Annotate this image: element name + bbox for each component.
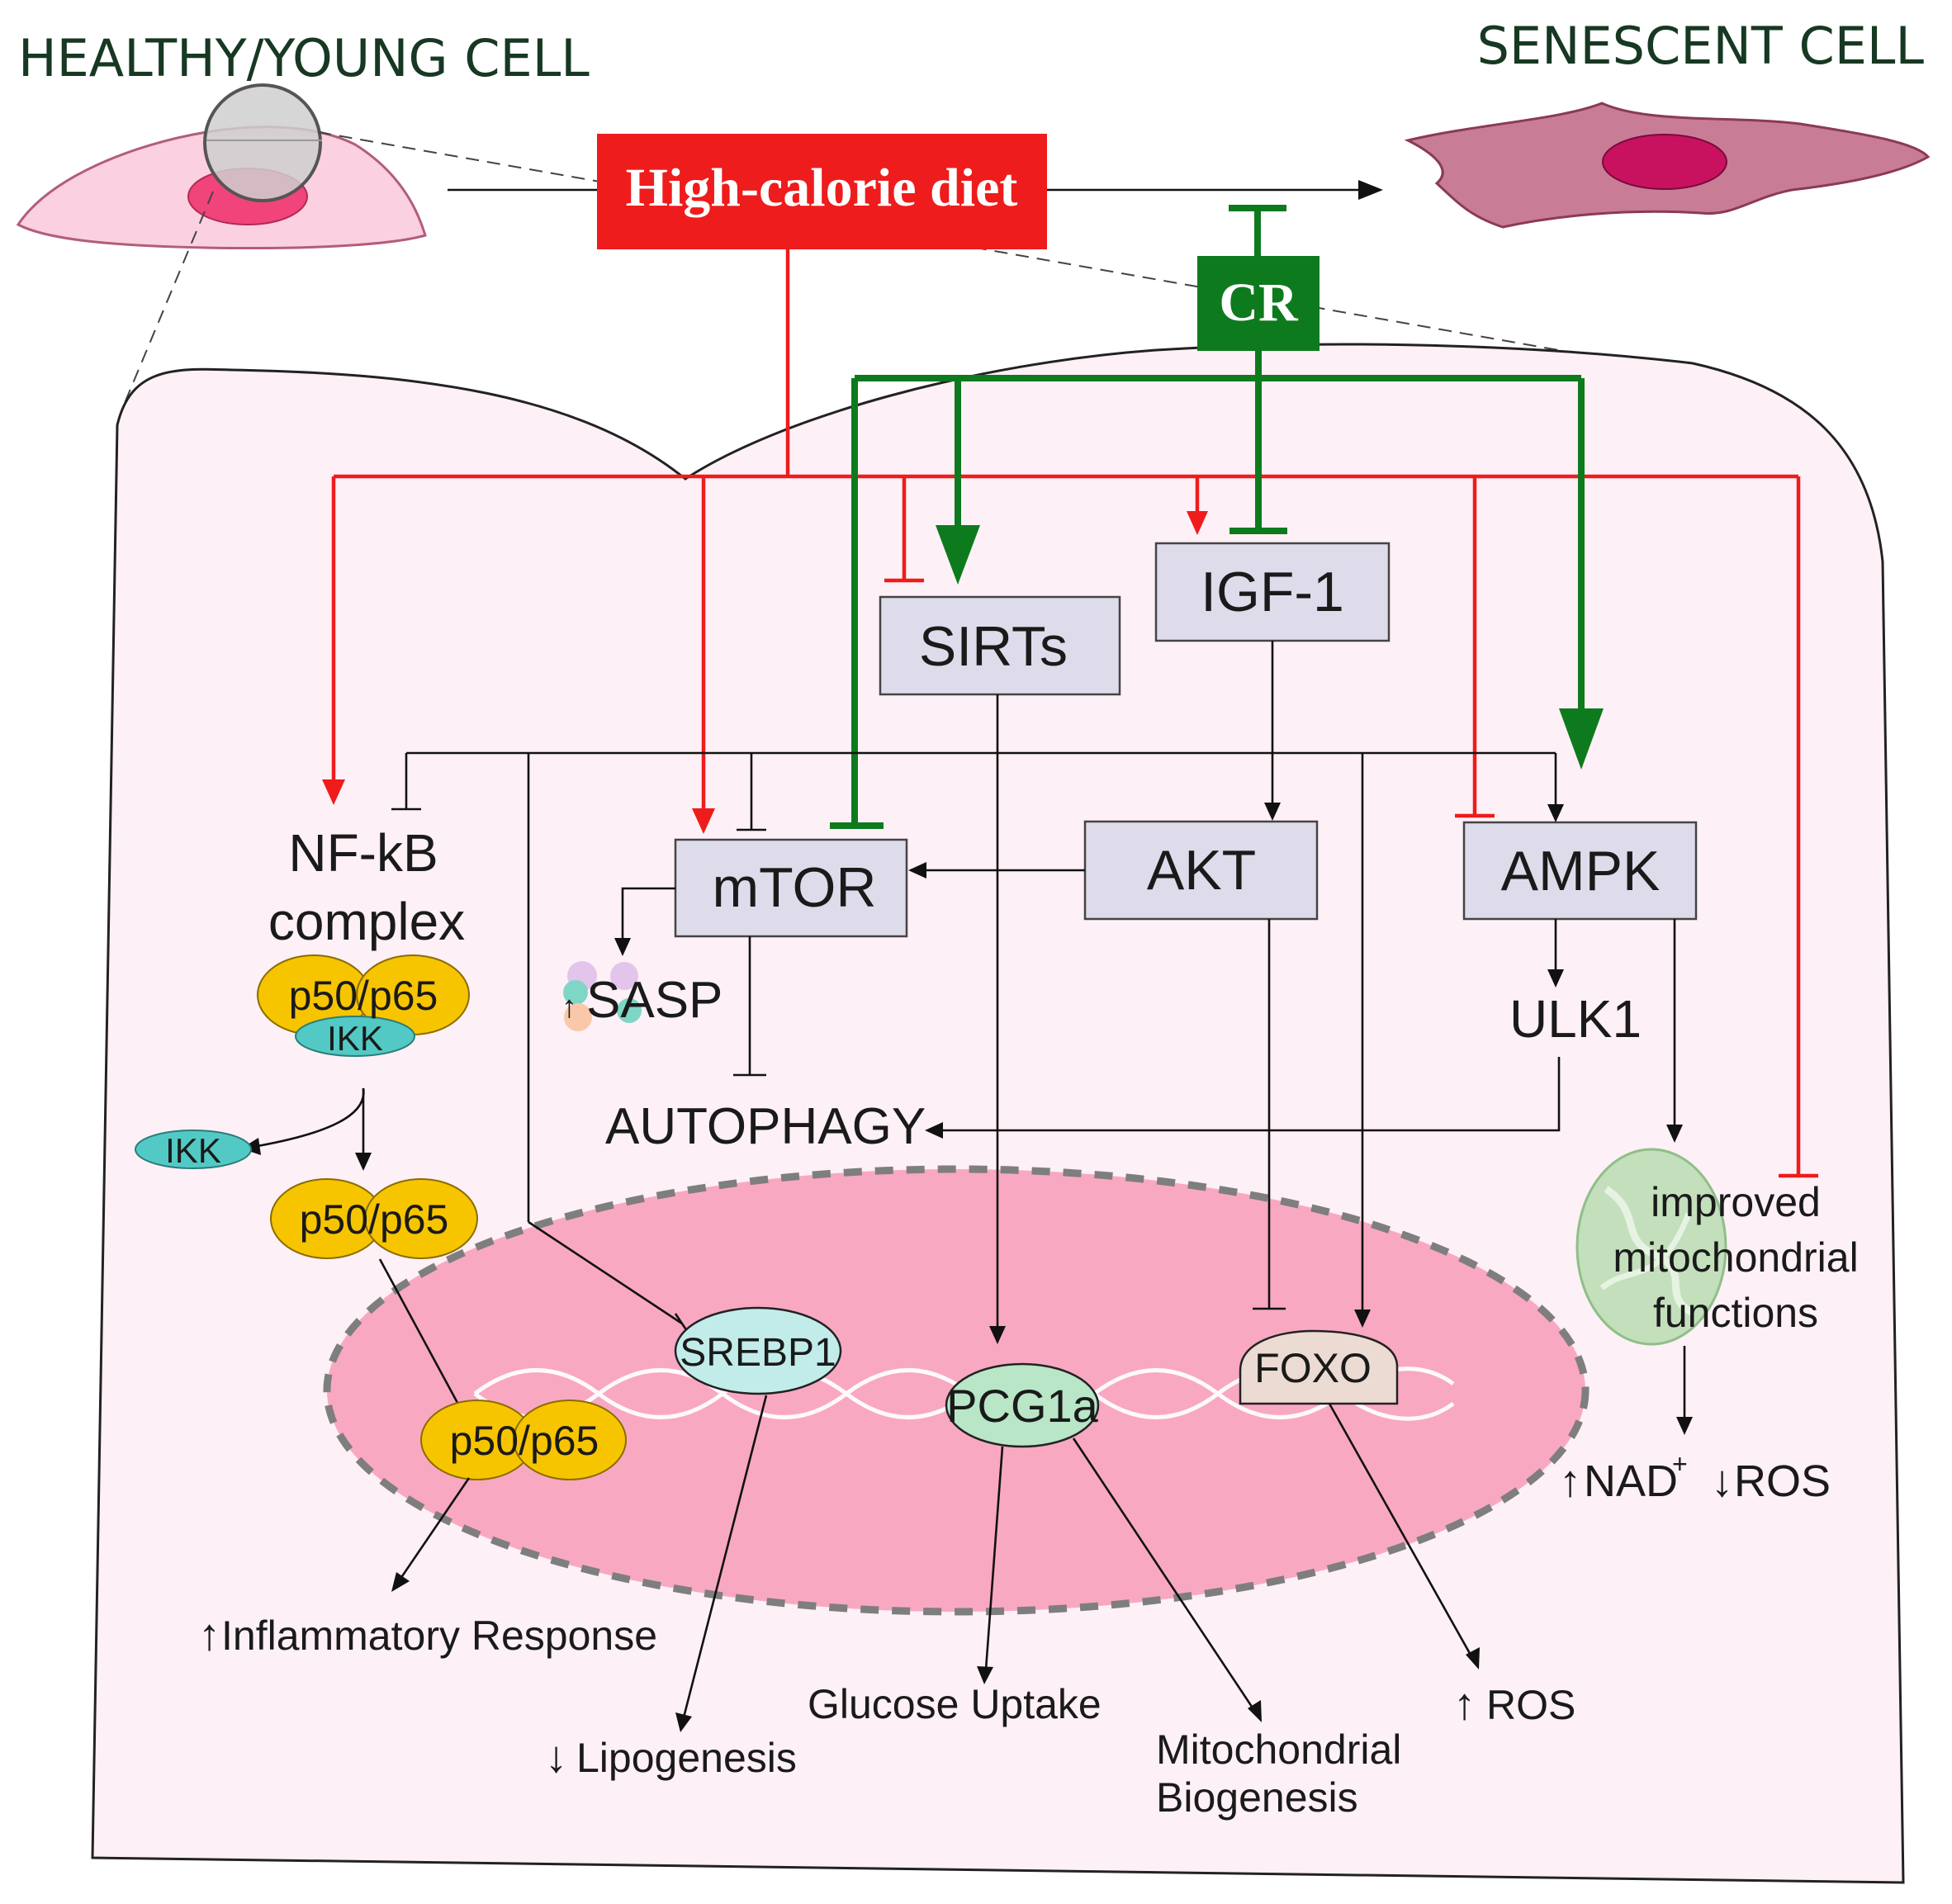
arrow-head xyxy=(391,1572,410,1592)
inflammatory-label: Inflammatory Response xyxy=(221,1613,657,1659)
arrow-head xyxy=(908,862,926,879)
p50p65-cytoplasm-icon xyxy=(270,1178,478,1259)
nfkb-label-1: NF-kB xyxy=(288,823,438,883)
sasp-label: SASP xyxy=(586,972,723,1029)
nad-label: NAD xyxy=(1584,1456,1678,1506)
foxo-node xyxy=(1239,1329,1399,1405)
zoom-guide-left xyxy=(120,191,214,414)
arrow-pcg1a-to-glucose xyxy=(984,1446,1004,1670)
pcg1a-node xyxy=(945,1362,1100,1448)
arrow-head xyxy=(1466,1647,1480,1670)
p50p65-label-1: p50/p65 xyxy=(289,973,438,1019)
cr-effects xyxy=(830,351,1604,829)
arrow-head xyxy=(1264,803,1281,821)
ros-down-arrow: ↓ xyxy=(1711,1456,1733,1506)
arrow-head xyxy=(614,938,631,956)
ampk-label: AMPK xyxy=(1501,840,1661,902)
healthy-cell-title: HEALTHY/YOUNG CELL xyxy=(18,28,590,88)
senescent-cell-title: SENESCENT CELL xyxy=(1477,16,1925,76)
cr-box xyxy=(1197,256,1319,351)
mtor-box xyxy=(674,838,908,938)
foxo-label: FOXO xyxy=(1254,1345,1372,1391)
arrow-head xyxy=(1676,1417,1693,1435)
pcg1a-label: PCG1a xyxy=(946,1380,1098,1432)
igf1-box xyxy=(1154,542,1391,642)
arrow-head xyxy=(1248,1700,1262,1722)
biogenesis-label-2: Biogenesis xyxy=(1156,1774,1358,1821)
sasp-icon xyxy=(563,961,642,1031)
arrow-head xyxy=(1358,180,1383,200)
high-calorie-diet-label: High-calorie diet xyxy=(626,158,1018,218)
arrow-mtor-to-sasp xyxy=(621,887,675,941)
arrow-srebp1-to-lipogenesis xyxy=(682,1395,768,1718)
akt-box xyxy=(1083,820,1319,921)
sirts-regulation xyxy=(391,694,1564,1344)
arrow-pcg1a-to-biogenesis xyxy=(1072,1437,1255,1710)
arrow-head xyxy=(1547,969,1564,988)
nfkb-label-2: complex xyxy=(268,892,465,951)
arrow-head xyxy=(925,1122,943,1139)
srebp1-node xyxy=(674,1306,842,1395)
high-calorie-diet-box xyxy=(597,134,1047,249)
arrow-p50p65-to-nucleus xyxy=(378,1258,464,1413)
arrow-to-inflammatory xyxy=(399,1477,471,1580)
ikk-label-1: IKK xyxy=(327,1019,383,1058)
lipogenesis-down-arrow: ↓ xyxy=(545,1732,567,1782)
free-ikk-icon xyxy=(135,1130,252,1169)
ros-up-arrow: ↑ xyxy=(1453,1679,1476,1729)
p50p65-label-3: p50/p65 xyxy=(450,1418,599,1464)
igf1-label: IGF-1 xyxy=(1201,561,1344,623)
mito-label-3: functions xyxy=(1653,1290,1818,1336)
ulk1-label: ULK1 xyxy=(1509,989,1642,1049)
diet-effects xyxy=(322,249,1818,1178)
nad-superscript: + xyxy=(1672,1449,1688,1479)
arrow-head xyxy=(1666,1125,1683,1143)
ros-up-label: ROS xyxy=(1486,1682,1575,1728)
nfkb-complex-icon xyxy=(257,954,470,1057)
biogenesis-label-1: Mitochondrial xyxy=(1156,1726,1401,1773)
arrow-head xyxy=(977,1666,993,1684)
mito-label-1: improved xyxy=(1651,1179,1821,1225)
mitochondrion-icon xyxy=(1575,1148,1727,1346)
glucose-label: Glucose Uptake xyxy=(808,1681,1102,1727)
ros-down-label: ROS xyxy=(1734,1456,1831,1506)
mito-label-2: mitochondrial xyxy=(1613,1234,1858,1281)
srebp1-label: SREBP1 xyxy=(680,1331,836,1375)
inflammatory-up-arrow: ↑ xyxy=(198,1610,220,1660)
healthy-cell-icon xyxy=(16,83,427,249)
sirts-label: SIRTs xyxy=(919,615,1068,678)
arrow-head xyxy=(355,1153,372,1171)
arrow-head xyxy=(675,1712,692,1732)
ikk-label-2: IKK xyxy=(165,1131,221,1170)
senescent-cell-icon xyxy=(1404,102,1931,229)
sasp-up-arrow: ↑ xyxy=(561,990,577,1025)
arrow-ulk1-to-autophagy xyxy=(941,1057,1561,1132)
akt-label: AKT xyxy=(1147,839,1256,902)
cr-label: CR xyxy=(1219,272,1299,333)
p50p65-label-2: p50/p65 xyxy=(300,1196,449,1243)
mtor-label: mTOR xyxy=(713,856,877,919)
autophagy-label: AUTOPHAGY xyxy=(605,1098,926,1155)
arrow-foxo-to-ros xyxy=(1328,1403,1473,1657)
lipogenesis-label: Lipogenesis xyxy=(576,1735,797,1781)
nad-up-arrow: ↑ xyxy=(1559,1456,1581,1506)
sirts-box xyxy=(879,595,1121,696)
p50p65-nucleus-icon xyxy=(420,1400,627,1480)
ampk-box xyxy=(1462,821,1698,921)
